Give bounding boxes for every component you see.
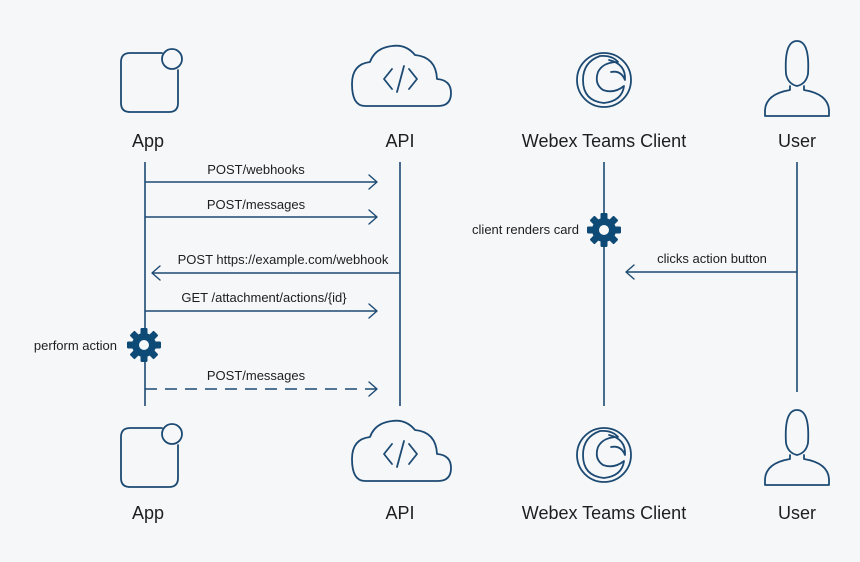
cloud-code-icon <box>351 419 452 482</box>
arrow-head <box>368 174 378 190</box>
arrow-head <box>625 264 635 280</box>
actor-label-user: User <box>778 131 816 151</box>
actor-api-bottom: API <box>351 419 452 523</box>
app-icon <box>120 423 183 488</box>
message-label: POST https://example.com/webhook <box>178 252 389 267</box>
message-post-messages: POST/messages <box>145 197 378 225</box>
app-icon <box>120 48 183 113</box>
actor-client-top: Webex Teams Client <box>522 52 686 151</box>
message-label: clicks action button <box>657 251 767 266</box>
note-label: client renders card <box>472 222 579 237</box>
note-perform-action: perform action <box>34 328 161 362</box>
actor-label-app: App <box>132 131 164 151</box>
webex-logo-icon <box>576 427 632 483</box>
arrow-head <box>151 265 161 281</box>
actor-api-top: API <box>351 44 452 151</box>
actor-label-api: API <box>385 131 414 151</box>
arrow-head <box>368 209 378 225</box>
actor-label-api: API <box>385 503 414 523</box>
message-get-attachment-actions: GET /attachment/actions/{id} <box>145 290 378 319</box>
actor-user-bottom: User <box>764 409 830 523</box>
note-label: perform action <box>34 338 117 353</box>
message-label: POST/messages <box>207 368 306 383</box>
actor-label-client: Webex Teams Client <box>522 503 686 523</box>
message-label: POST/messages <box>207 197 306 212</box>
gear-icon <box>127 328 161 362</box>
actor-label-app: App <box>132 503 164 523</box>
arrow-head <box>368 381 378 397</box>
user-icon <box>764 409 830 486</box>
actor-app-top: App <box>120 48 183 151</box>
message-clicks-action-button: clicks action button <box>625 251 797 280</box>
actor-label-user: User <box>778 503 816 523</box>
message-label: POST/webhooks <box>207 162 305 177</box>
actor-app-bottom: App <box>120 423 183 523</box>
message-post-messages-reply: POST/messages <box>145 368 378 397</box>
message-post-webhooks: POST/webhooks <box>145 162 378 190</box>
webex-logo-icon <box>576 52 632 108</box>
user-icon <box>764 40 830 117</box>
actor-label-client: Webex Teams Client <box>522 131 686 151</box>
cloud-code-icon <box>351 44 452 107</box>
arrow-head <box>368 303 378 319</box>
note-client-renders-card: client renders card <box>472 213 621 247</box>
actor-client-bottom: Webex Teams Client <box>522 427 686 523</box>
message-post-webhook-callback: POST https://example.com/webhook <box>151 252 400 281</box>
gear-icon <box>587 213 621 247</box>
message-label: GET /attachment/actions/{id} <box>181 290 347 305</box>
actor-user-top: User <box>764 40 830 151</box>
